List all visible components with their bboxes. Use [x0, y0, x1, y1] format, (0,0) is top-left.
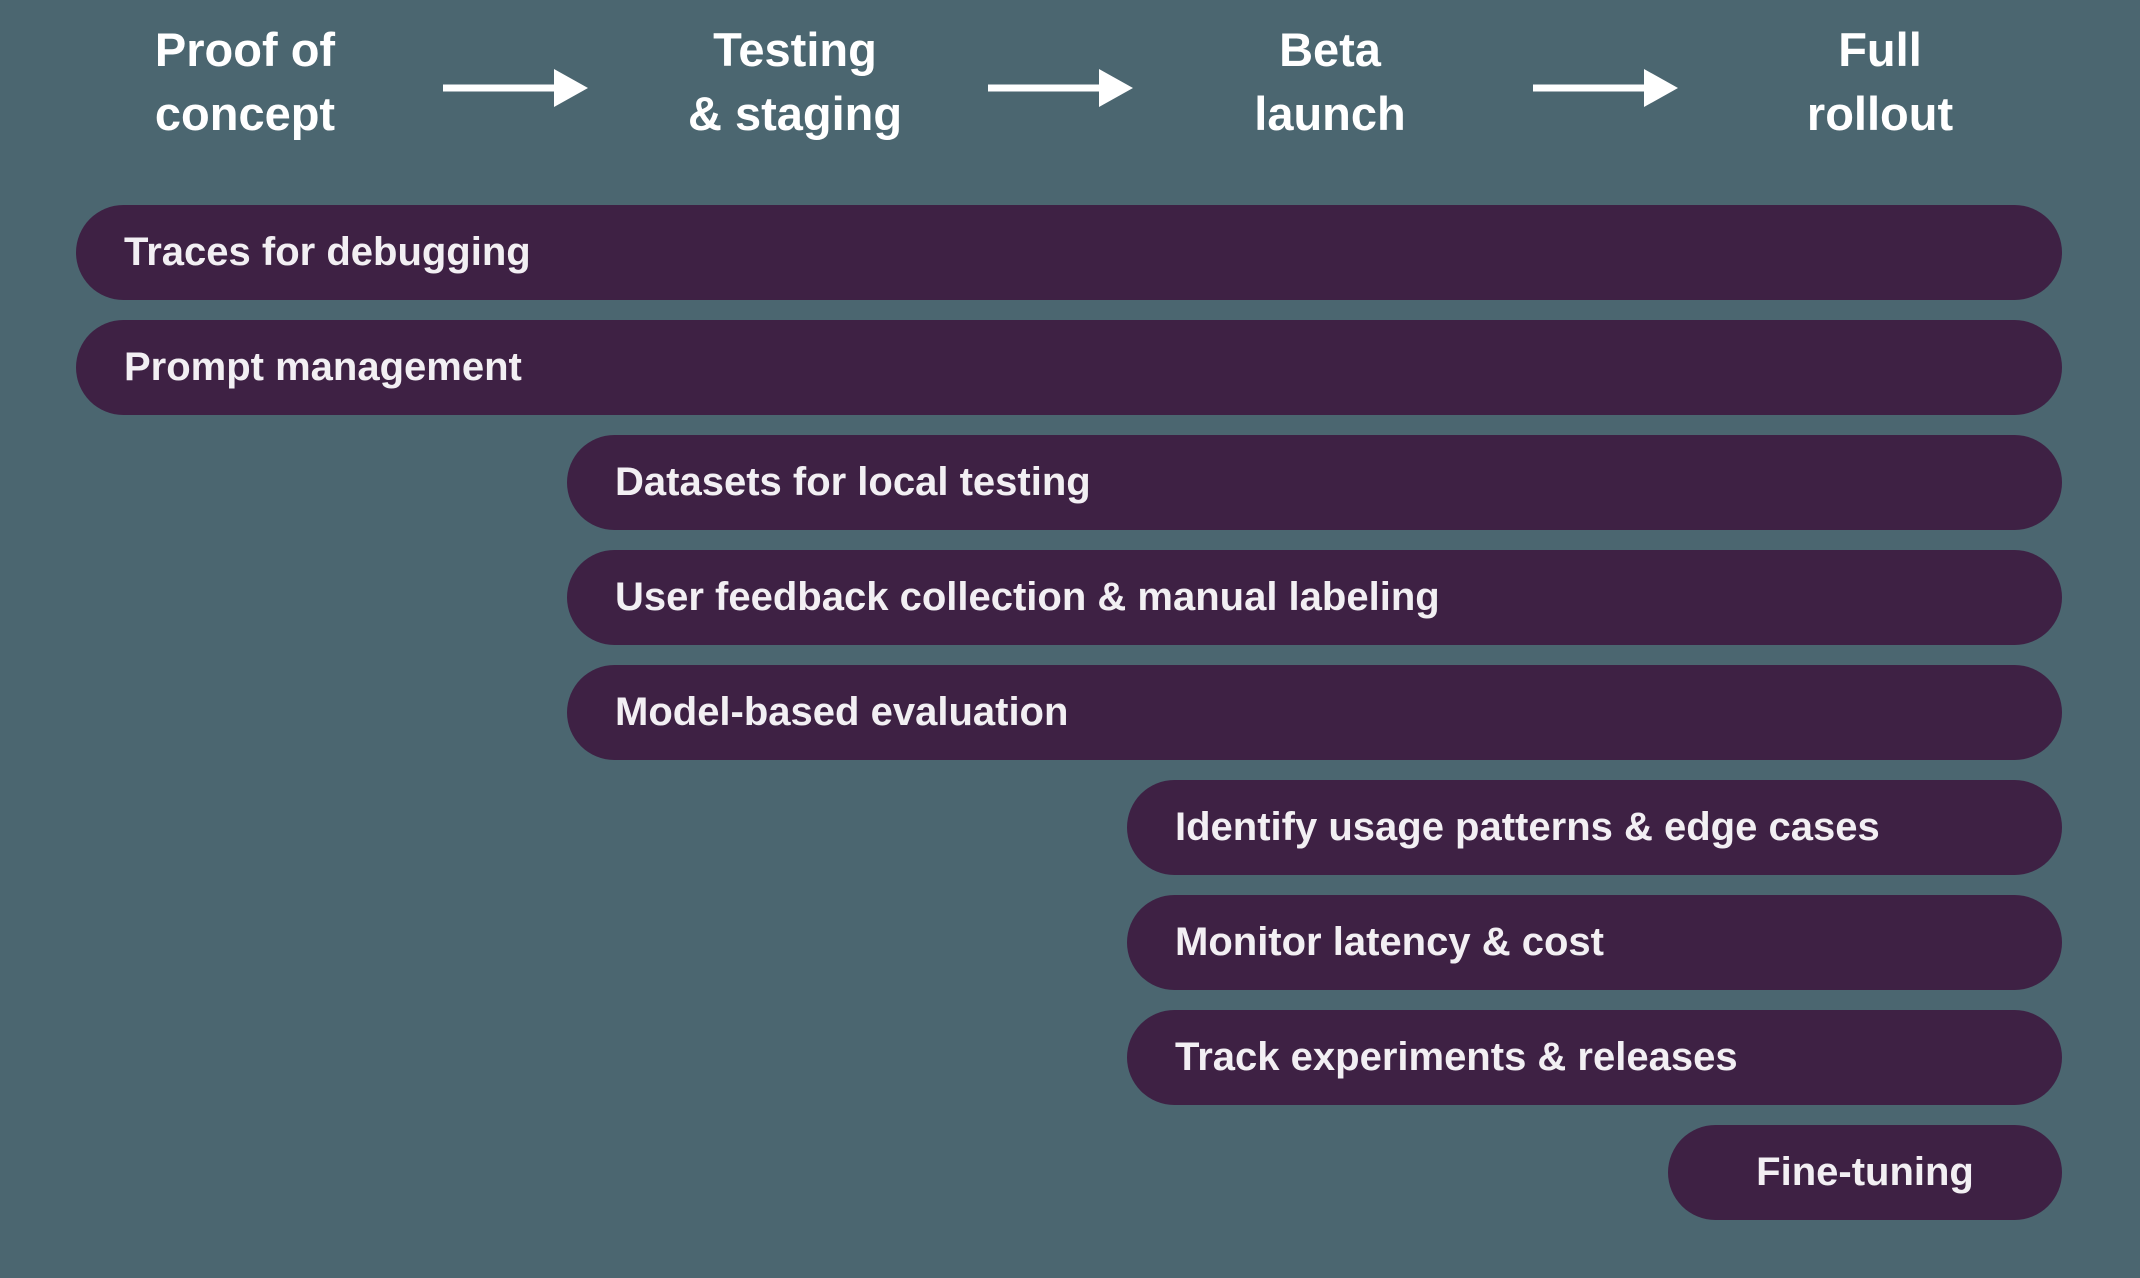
stage-label-line: Proof of	[154, 23, 336, 76]
stage-testing-staging: Testing & staging	[615, 18, 975, 146]
bar-label: Model-based evaluation	[615, 690, 1069, 734]
stage-full-rollout: Full rollout	[1700, 18, 2060, 146]
stage-label-line: rollout	[1806, 87, 1954, 140]
bar-label: Identify usage patterns & edge cases	[1175, 805, 1880, 849]
bar-label: Track experiments & releases	[1175, 1035, 1738, 1079]
bar-label: Fine-tuning	[1756, 1150, 1974, 1194]
right-arrow-icon	[443, 69, 588, 107]
stage-label-line: launch	[1254, 87, 1406, 140]
bar-prompt-management: Prompt management	[76, 320, 2062, 415]
bar-label: Traces for debugging	[124, 230, 531, 274]
stage-proof-of-concept: Proof of concept	[65, 18, 425, 146]
right-arrow-icon	[988, 69, 1133, 107]
right-arrow-icon	[1533, 69, 1678, 107]
stage-label-line: Testing	[713, 23, 877, 76]
stage-label-line: concept	[154, 87, 336, 140]
bar-label: Monitor latency & cost	[1175, 920, 1604, 964]
bar-datasets-for-local-testing: Datasets for local testing	[567, 435, 2062, 530]
bar-model-based-evaluation: Model-based evaluation	[567, 665, 2062, 760]
stage-label-line: & staging	[687, 87, 903, 140]
bar-track-experiments-releases: Track experiments & releases	[1127, 1010, 2062, 1105]
bar-traces-for-debugging: Traces for debugging	[76, 205, 2062, 300]
stage-label-line: Full	[1838, 23, 1922, 76]
bar-user-feedback-collection-manual-labeling: User feedback collection & manual labeli…	[567, 550, 2062, 645]
stage-beta-launch: Beta launch	[1150, 18, 1510, 146]
bar-fine-tuning: Fine-tuning	[1668, 1125, 2062, 1220]
stage-label-line: Beta	[1279, 23, 1381, 76]
bar-monitor-latency-cost: Monitor latency & cost	[1127, 895, 2062, 990]
bar-label: Datasets for local testing	[615, 460, 1091, 504]
bar-identify-usage-patterns-edge-cases: Identify usage patterns & edge cases	[1127, 780, 2062, 875]
bar-label: Prompt management	[124, 345, 522, 389]
bar-label: User feedback collection & manual labeli…	[615, 575, 1440, 619]
